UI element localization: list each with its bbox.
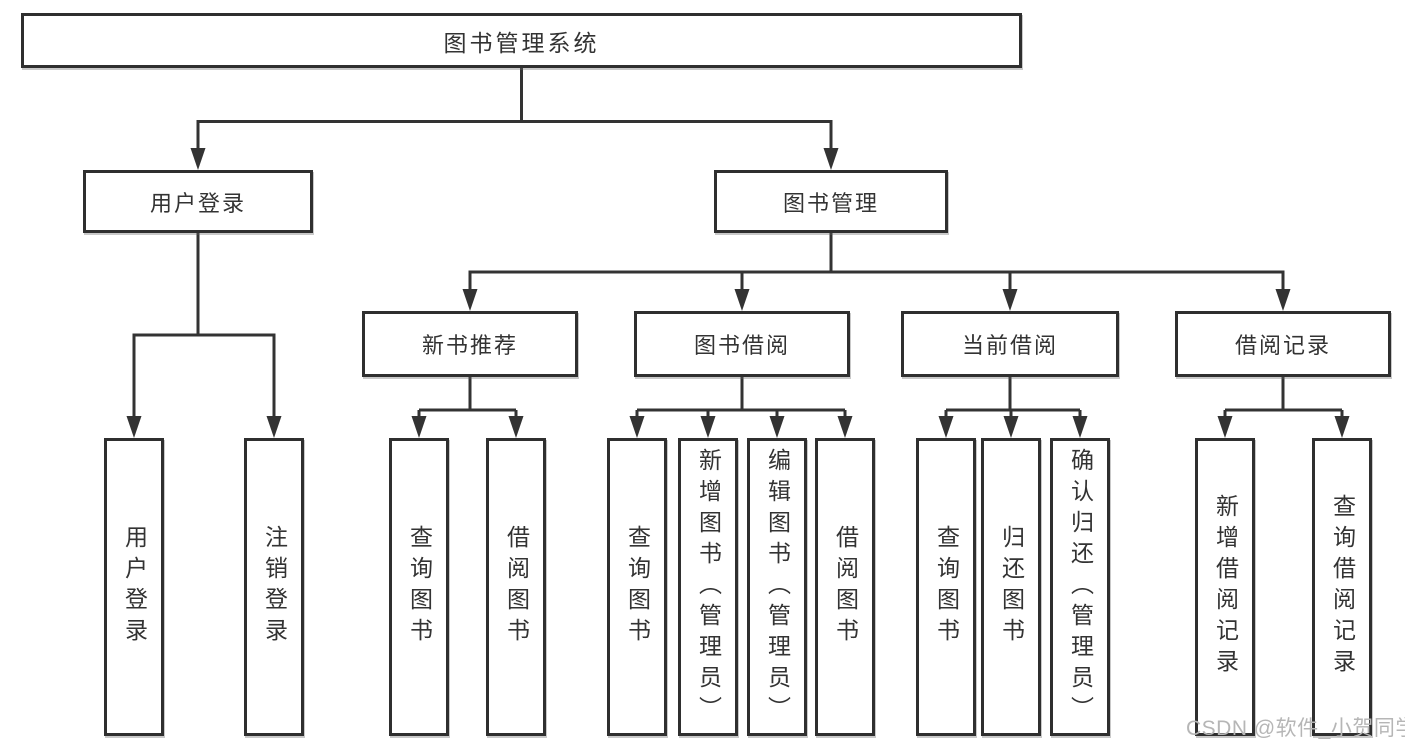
node-book-borrow: 图书借阅 [634,311,850,377]
leaf-logout: 注销登录 [244,438,304,736]
node-current-borrow: 当前借阅 [901,311,1119,377]
node-root-label: 图书管理系统 [443,29,600,56]
leaf-logout-label: 注销登录 [261,525,288,649]
leaf-add-book-admin: 新增图书（管理员） [678,438,738,736]
leaf-confirm-return-admin: 确认归还（管理员） [1050,438,1110,736]
node-borrow-records: 借阅记录 [1175,311,1391,377]
leaf-query-books-current-label: 查询图书 [933,525,960,649]
node-book-borrow-label: 图书借阅 [693,333,790,358]
connector-user-login-to-leaves [126,231,282,438]
node-user-login: 用户登录 [83,170,313,233]
connector-borrow-records-to-leaves [1217,375,1350,438]
connector-root-to-level2 [190,66,839,170]
connector-current-borrow-to-leaves [938,376,1088,438]
leaf-add-borrow-record-label: 新增借阅记录 [1212,494,1239,680]
node-new-book-recommend: 新书推荐 [362,311,578,377]
leaf-query-books-recommend-label: 查询图书 [406,525,433,649]
leaf-confirm-return-admin-label: 确认归还（管理员） [1067,447,1094,727]
leaf-edit-book-admin: 编辑图书（管理员） [747,438,807,736]
connector-book-borrow-to-leaves [629,375,853,438]
leaf-borrow-books-2-label: 借阅图书 [832,525,859,649]
connector-new-book-recommend-to-leaves [411,375,524,438]
leaf-add-borrow-record: 新增借阅记录 [1195,438,1255,736]
leaf-query-borrow-record-label: 查询借阅记录 [1329,494,1356,680]
node-new-book-recommend-label: 新书推荐 [421,333,518,358]
node-book-management-label: 图书管理 [782,190,879,216]
node-current-borrow-label: 当前借阅 [961,333,1058,358]
leaf-borrow-books-2: 借阅图书 [815,438,875,736]
leaf-query-borrow-record: 查询借阅记录 [1312,438,1372,736]
leaf-user-login-label: 用户登录 [121,525,148,649]
connector-book-management-to-level3 [462,231,1291,311]
node-book-management: 图书管理 [714,170,948,233]
node-user-login-label: 用户登录 [149,190,246,216]
leaf-borrow-books-recommend: 借阅图书 [486,438,546,736]
leaf-query-books-borrow: 查询图书 [607,438,667,736]
node-borrow-records-label: 借阅记录 [1234,333,1331,358]
leaf-edit-book-admin-label: 编辑图书（管理员） [764,447,791,727]
leaf-add-book-admin-label: 新增图书（管理员） [695,447,722,727]
leaf-return-book-label: 归还图书 [998,525,1025,649]
leaf-borrow-books-recommend-label: 借阅图书 [503,525,530,649]
csdn-watermark: CSDN @软件_小贺同学 [1186,717,1405,740]
leaf-query-books-current: 查询图书 [916,438,976,736]
leaf-query-books-recommend: 查询图书 [389,438,449,736]
leaf-user-login: 用户登录 [104,438,164,736]
leaf-query-books-borrow-label: 查询图书 [624,525,651,649]
node-root: 图书管理系统 [21,13,1022,68]
leaf-return-book: 归还图书 [981,438,1041,736]
